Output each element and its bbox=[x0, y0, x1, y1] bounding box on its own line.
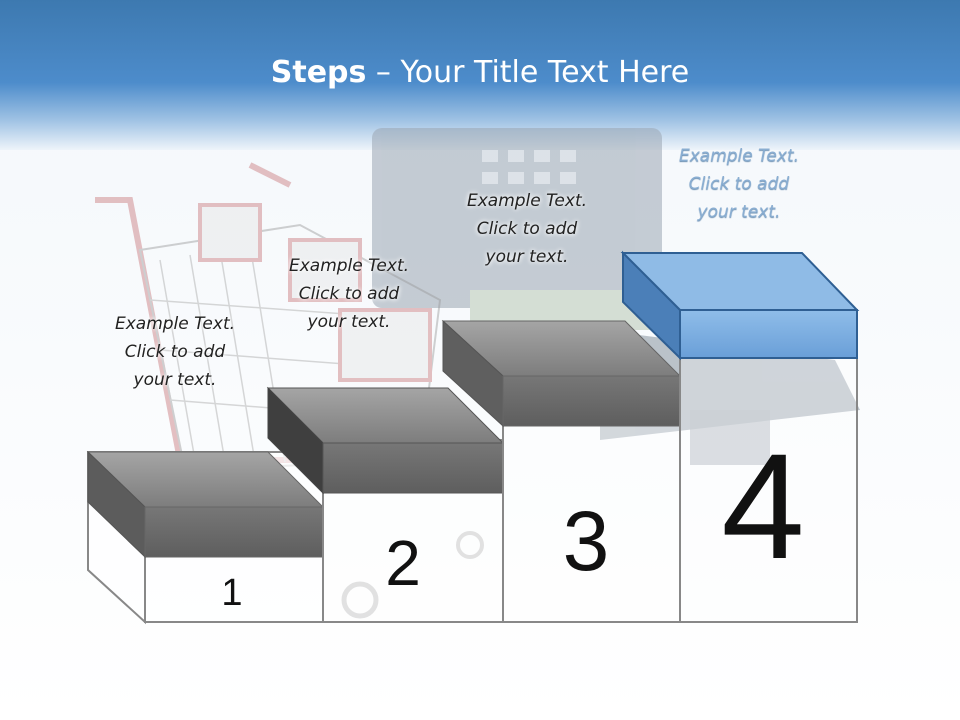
step-3-number: 3 bbox=[563, 494, 610, 588]
caption-line: Click to add bbox=[476, 219, 578, 239]
page-title[interactable]: Steps – Your Title Text Here bbox=[0, 55, 960, 90]
caption-line: Example Text. bbox=[114, 314, 236, 334]
caption-line: your text. bbox=[697, 202, 781, 222]
caption-line: your text. bbox=[133, 370, 217, 390]
caption-line: Click to add bbox=[298, 284, 400, 304]
step-2-caption[interactable]: Example Text. Click to add your text. bbox=[249, 252, 449, 336]
step-3-block[interactable] bbox=[441, 319, 682, 623]
step-1-block[interactable] bbox=[86, 450, 325, 625]
caption-line: your text. bbox=[485, 247, 569, 267]
title-bold: Steps bbox=[270, 55, 367, 90]
step-1-caption[interactable]: Example Text. Click to add your text. bbox=[75, 310, 275, 394]
caption-line: Example Text. bbox=[678, 146, 800, 166]
step-1-number: 1 bbox=[221, 572, 242, 614]
step-3-caption[interactable]: Example Text. Click to add your text. bbox=[427, 187, 627, 271]
caption-line: Example Text. bbox=[466, 191, 588, 211]
step-4-caption[interactable]: Example Text. Click to add your text. bbox=[639, 142, 839, 226]
step-2-number: 2 bbox=[385, 527, 421, 599]
step-4-number: 4 bbox=[721, 422, 804, 590]
caption-line: Click to add bbox=[124, 342, 226, 362]
caption-line: Click to add bbox=[688, 174, 790, 194]
caption-line: your text. bbox=[307, 312, 391, 332]
caption-line: Example Text. bbox=[288, 256, 410, 276]
step-2-block[interactable] bbox=[266, 386, 505, 623]
title-rest: – Your Title Text Here bbox=[366, 55, 690, 90]
title-banner bbox=[0, 0, 960, 150]
step-4-block[interactable] bbox=[620, 250, 860, 623]
